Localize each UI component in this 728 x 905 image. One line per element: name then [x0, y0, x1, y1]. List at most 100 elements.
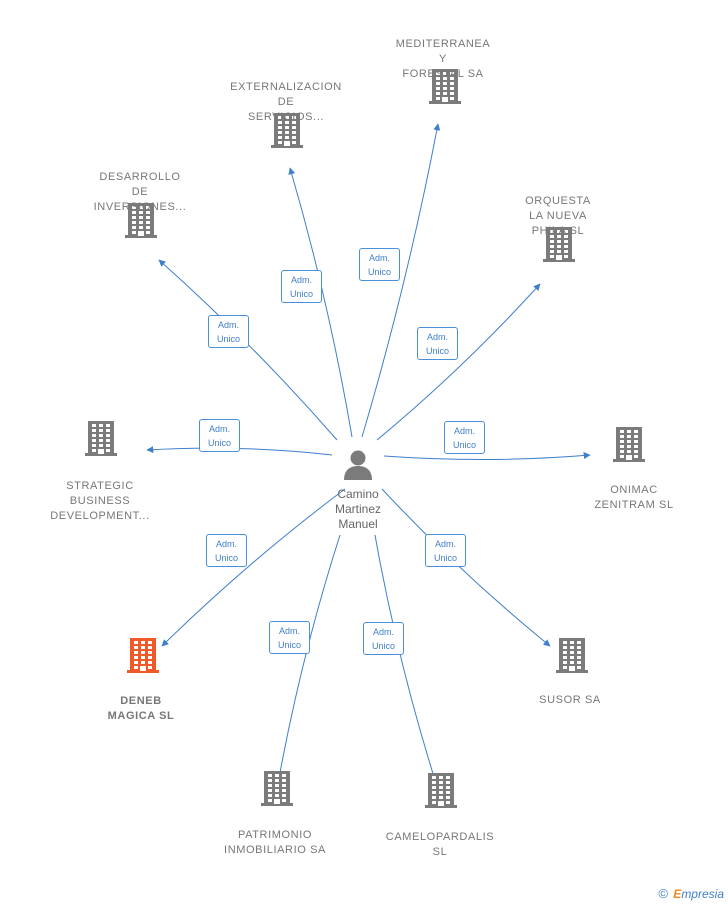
building-icon[interactable] — [429, 68, 461, 104]
role-label-line: Adm. — [434, 539, 456, 549]
company-label-mediterranea[interactable]: MEDITERRANEA Y FORESTAL SA — [396, 37, 491, 82]
role-label-line: Adm. — [426, 332, 448, 342]
role-label-line: Adm. — [290, 275, 312, 285]
person-name-line: Martinez — [334, 502, 382, 516]
role-badge-desarrollo[interactable]: Adm. Unico — [208, 315, 249, 348]
company-label-line: CAMELOPARDALIS — [385, 831, 495, 843]
role-label-line: Adm. — [372, 627, 394, 637]
company-label-desarrollo[interactable]: DESARROLLO DE INVERSIONES... — [94, 170, 187, 215]
role-badge-externalizacion[interactable]: Adm. Unico — [281, 270, 322, 303]
role-label-line: Adm. — [368, 253, 390, 263]
company-label-line: SL — [432, 846, 448, 858]
building-icon[interactable] — [125, 202, 157, 238]
edge-onimac — [383, 452, 591, 461]
role-label-line: Unico — [207, 438, 231, 448]
logo-initial: E — [673, 887, 682, 901]
company-label-line: DE — [277, 96, 295, 108]
company-label-line: DENEB — [120, 695, 162, 707]
role-label-line: Unico — [216, 334, 240, 344]
company-label-line: PHILA SL — [531, 225, 585, 237]
edge-deneb — [161, 488, 346, 647]
role-label-line: Unico — [425, 346, 449, 356]
person-name-line: Camino — [337, 487, 379, 501]
company-label-line: ORQUESTA — [525, 195, 591, 207]
edge-camelopardalis — [374, 534, 437, 781]
company-label-onimac[interactable]: ONIMAC ZENITRAM SL — [594, 483, 673, 513]
person-icon[interactable] — [343, 449, 373, 481]
company-label-strategic[interactable]: STRATEGIC BUSINESS DEVELOPMENT... — [50, 479, 149, 524]
role-badge-camelopardalis[interactable]: Adm. Unico — [363, 622, 404, 655]
company-label-line: INMOBILIARIO SA — [224, 844, 326, 856]
company-label-line: ZENITRAM SL — [594, 499, 674, 511]
role-label-line: Adm. — [208, 424, 230, 434]
role-badge-onimac[interactable]: Adm. Unico — [444, 421, 485, 454]
role-badge-orquesta[interactable]: Adm. Unico — [417, 327, 458, 360]
edge-externalizacion — [288, 167, 353, 438]
building-icon[interactable] — [261, 770, 293, 806]
company-label-line: SUSOR SA — [539, 694, 601, 706]
building-icon[interactable] — [127, 637, 159, 673]
building-icon[interactable] — [85, 420, 117, 456]
company-label-line: EXTERNALIZACION — [230, 81, 342, 93]
company-node-orquesta[interactable] — [543, 226, 575, 267]
building-icon[interactable] — [425, 772, 457, 808]
role-badge-deneb[interactable]: Adm. Unico — [206, 534, 247, 567]
company-label-line: ONIMAC — [610, 484, 658, 496]
company-label-line: DESARROLLO — [99, 171, 181, 183]
company-label-line: Y — [439, 53, 447, 65]
role-label-line: Adm. — [215, 539, 237, 549]
role-label-line: Unico — [277, 640, 301, 650]
building-icon[interactable] — [543, 226, 575, 262]
company-label-line: PATRIMONIO — [237, 829, 313, 841]
company-node-onimac[interactable] — [613, 426, 645, 467]
company-label-line: STRATEGIC — [66, 480, 134, 492]
building-icon[interactable] — [613, 426, 645, 462]
role-label-line: Unico — [367, 267, 391, 277]
company-label-line: BUSINESS — [69, 495, 131, 507]
role-label-line: Unico — [289, 289, 313, 299]
company-node-deneb[interactable] — [127, 637, 159, 678]
edge-susor — [381, 488, 551, 647]
role-badge-mediterranea[interactable]: Adm. Unico — [359, 248, 400, 281]
company-node-externalizacion[interactable] — [271, 112, 303, 153]
company-label-susor[interactable]: SUSOR SA — [539, 693, 601, 708]
company-node-mediterranea[interactable] — [429, 68, 461, 109]
role-label-line: Adm. — [278, 626, 300, 636]
person-name[interactable]: Camino Martinez Manuel — [335, 487, 381, 532]
logo-text: mpresia — [681, 887, 724, 901]
building-icon[interactable] — [556, 637, 588, 673]
edge-mediterranea — [361, 123, 441, 438]
edge-desarrollo — [158, 259, 338, 441]
company-node-camelopardalis[interactable] — [425, 772, 457, 813]
company-label-line: MEDITERRANEA — [395, 38, 491, 50]
company-label-line: FORESTAL SA — [402, 68, 484, 80]
role-badge-patrimonio[interactable]: Adm. Unico — [269, 621, 310, 654]
person-name-line: Manuel — [338, 517, 378, 531]
role-label-line: Unico — [371, 641, 395, 651]
company-node-susor[interactable] — [556, 637, 588, 678]
role-badge-susor[interactable]: Adm. Unico — [425, 534, 466, 567]
building-icon[interactable] — [271, 112, 303, 148]
company-label-line: DEVELOPMENT... — [50, 510, 150, 522]
company-node-strategic[interactable] — [85, 420, 117, 461]
edge-orquesta — [376, 283, 541, 441]
company-label-externalizacion[interactable]: EXTERNALIZACION DE SERVICIOS... — [230, 80, 342, 125]
company-label-camelopardalis[interactable]: CAMELOPARDALIS SL — [386, 830, 494, 860]
role-label-line: Adm. — [217, 320, 239, 330]
role-badge-strategic[interactable]: Adm. Unico — [199, 419, 240, 452]
edge-patrimonio — [276, 534, 341, 779]
empresia-logo: © Empresia — [658, 886, 724, 901]
company-node-patrimonio[interactable] — [261, 770, 293, 811]
company-label-patrimonio[interactable]: PATRIMONIO INMOBILIARIO SA — [224, 828, 326, 858]
role-label-line: Unico — [214, 553, 238, 563]
company-label-line: SERVICIOS... — [247, 111, 325, 123]
company-node-desarrollo[interactable] — [125, 202, 157, 243]
role-label-line: Unico — [452, 440, 476, 450]
role-label-line: Unico — [433, 553, 457, 563]
company-label-line: DE — [131, 186, 149, 198]
role-label-line: Adm. — [453, 426, 475, 436]
company-label-line: INVERSIONES... — [93, 201, 187, 213]
